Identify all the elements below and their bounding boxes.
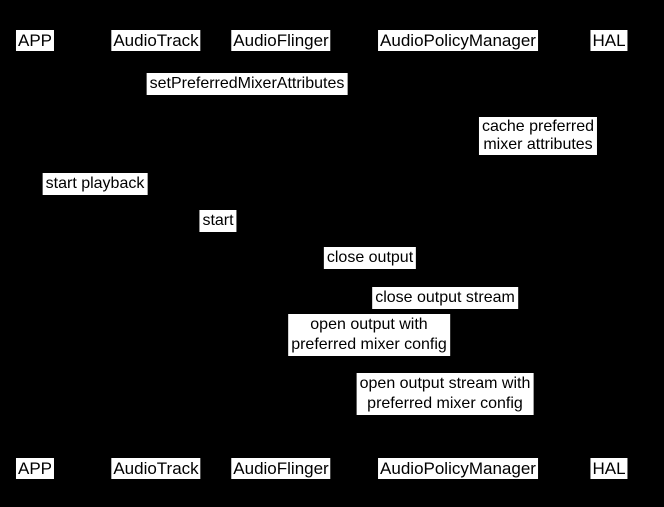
participant-bottom-app: APP [15,458,55,479]
participant-bottom-hal: HAL [590,458,628,479]
message-open-output-stream-with-preferred-mixer-config: open output stream with preferred mixer … [356,373,534,415]
message-close-output-stream: close output stream [372,287,518,309]
participant-top-audiotrack: AudioTrack [111,30,201,51]
participant-top-app: APP [15,30,55,51]
message-close-output: close output [323,247,417,269]
participant-top-audiopolicymanager: AudioPolicyManager [378,30,538,51]
participant-bottom-audiotrack: AudioTrack [111,458,201,479]
message-set-preferred-mixer-attributes: setPreferredMixerAttributes [146,73,348,95]
message-open-output-with-preferred-mixer-config: open output with preferred mixer config [288,314,450,356]
participant-bottom-audioflinger: AudioFlinger [231,458,331,479]
participant-top-audioflinger: AudioFlinger [231,30,331,51]
message-cache-preferred-mixer-attributes: cache preferred mixer attributes [478,117,598,155]
message-start: start [199,210,237,232]
participant-top-hal: HAL [590,30,628,51]
message-start-playback: start playback [42,173,148,195]
participant-bottom-audiopolicymanager: AudioPolicyManager [378,458,538,479]
